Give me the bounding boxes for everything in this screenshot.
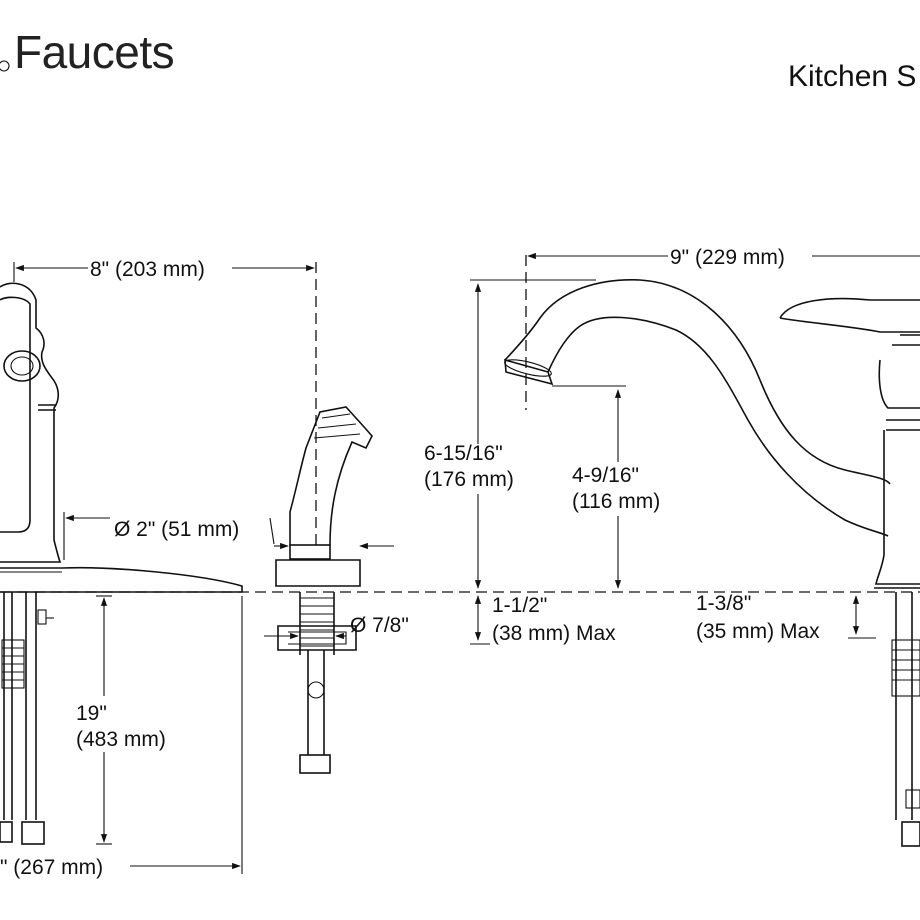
dim-label-escutcheon: Ø 2" (51 mm) — [114, 518, 239, 541]
dim-label-height-overall-a: 6-15/16" — [424, 442, 503, 465]
dim-label-reach: 9" (229 mm) — [670, 246, 785, 269]
dim-label-deck-b1: 1-3/8" — [696, 592, 751, 615]
dim-deck-max-a: 1-1/2" (38 mm) Max — [470, 594, 616, 645]
dim-spray-hole: Ø 7/8" — [264, 614, 409, 640]
faucet-side-view — [0, 282, 243, 845]
dim-label-deck-b2: (35 mm) Max — [696, 620, 820, 643]
dim-label-height-spout-b: (116 mm) — [572, 490, 660, 513]
dim-width-8in: 8" (203 mm) — [13, 258, 315, 282]
dim-label-supply-b: (483 mm) — [76, 728, 166, 751]
faucet-spout-view — [504, 279, 920, 847]
dim-label-height-spout-a: 4-9/16" — [572, 464, 639, 487]
dim-label-supply-a: 19" — [76, 702, 107, 725]
dim-reach-9in: 9" (229 mm) — [527, 246, 920, 269]
dim-label-width: 8" (203 mm) — [90, 258, 205, 281]
dim-label-deck-a2: (38 mm) Max — [492, 622, 616, 645]
dim-label-height-overall-b: (176 mm) — [424, 468, 514, 491]
dim-deck-max-b: 1-3/8" (35 mm) Max — [696, 592, 876, 643]
dim-escutcheon-diameter: Ø 2" (51 mm) — [63, 512, 394, 560]
brand-logo: Faucets — [0, 26, 175, 78]
dim-height-overall: 6-15/16" (176 mm) — [424, 279, 596, 589]
dim-label-spray-hole: Ø 7/8" — [350, 614, 409, 637]
dim-height-spout: 4-9/16" (116 mm) — [552, 385, 660, 589]
side-spray — [275, 406, 373, 774]
dim-supply-length: 19" (483 mm) — [76, 595, 166, 845]
dim-label-deck-a1: 1-1/2" — [492, 594, 547, 617]
page-title: Kitchen S — [788, 60, 916, 93]
dim-label-base-width: " (267 mm) — [0, 856, 103, 879]
dim-base-width: " (267 mm) — [0, 596, 243, 879]
brand-name: Faucets — [14, 26, 174, 78]
